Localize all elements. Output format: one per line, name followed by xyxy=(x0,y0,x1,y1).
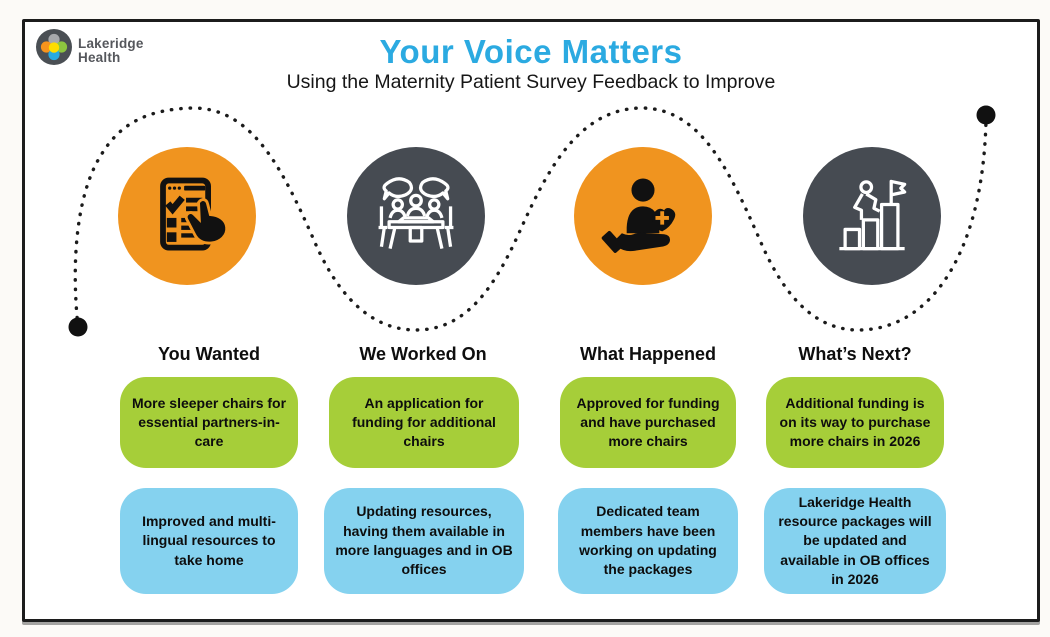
survey-checklist-hand-glyph xyxy=(160,177,229,251)
path-end-dot xyxy=(976,105,996,125)
brand-name-line2: Health xyxy=(78,49,121,65)
page-subtitle: Using the Maternity Patient Survey Feedb… xyxy=(286,71,776,93)
page-title: Your Voice Matters xyxy=(379,33,683,70)
meeting-discussion-icon xyxy=(347,147,485,285)
hand-holding-patient-heart-icon xyxy=(574,147,712,285)
path-start-dot xyxy=(68,317,88,337)
column-heading-what-happened: What Happened xyxy=(579,344,716,364)
climbing-goal-flag-icon xyxy=(803,147,941,285)
blue-box-what-happened: Dedicated team members have been working… xyxy=(558,488,738,594)
column-heading-you-wanted: You Wanted xyxy=(158,344,260,364)
column-heading-whats-next: What’s Next? xyxy=(798,344,912,364)
column-heading-we-worked-on: We Worked On xyxy=(359,344,487,364)
meeting-discussion-glyph xyxy=(378,177,454,250)
lakeridge-flower-dots-icon xyxy=(36,29,72,65)
blue-box-whats-next: Lakeridge Health resource packages will … xyxy=(764,488,946,594)
green-box-you-wanted: More sleeper chairs for essential partne… xyxy=(120,377,298,468)
brand-name-line1: Lakeridge xyxy=(78,35,144,51)
green-box-whats-next: Additional funding is on its way to purc… xyxy=(766,377,944,468)
blue-box-we-worked-on: Updating resources, having them availabl… xyxy=(324,488,524,594)
lakeridge-health-logo: Lakeridge Health xyxy=(36,29,144,65)
green-box-what-happened: Approved for funding and have purchased … xyxy=(560,377,736,468)
blue-box-you-wanted: Improved and multi-lingual resources to … xyxy=(120,488,298,594)
brand-name: Lakeridge Health xyxy=(78,35,144,65)
green-box-we-worked-on: An application for funding for additiona… xyxy=(329,377,519,468)
survey-checklist-hand-icon xyxy=(118,147,256,285)
hand-holding-patient-heart-glyph xyxy=(601,178,676,253)
climbing-goal-flag-glyph xyxy=(839,179,907,251)
